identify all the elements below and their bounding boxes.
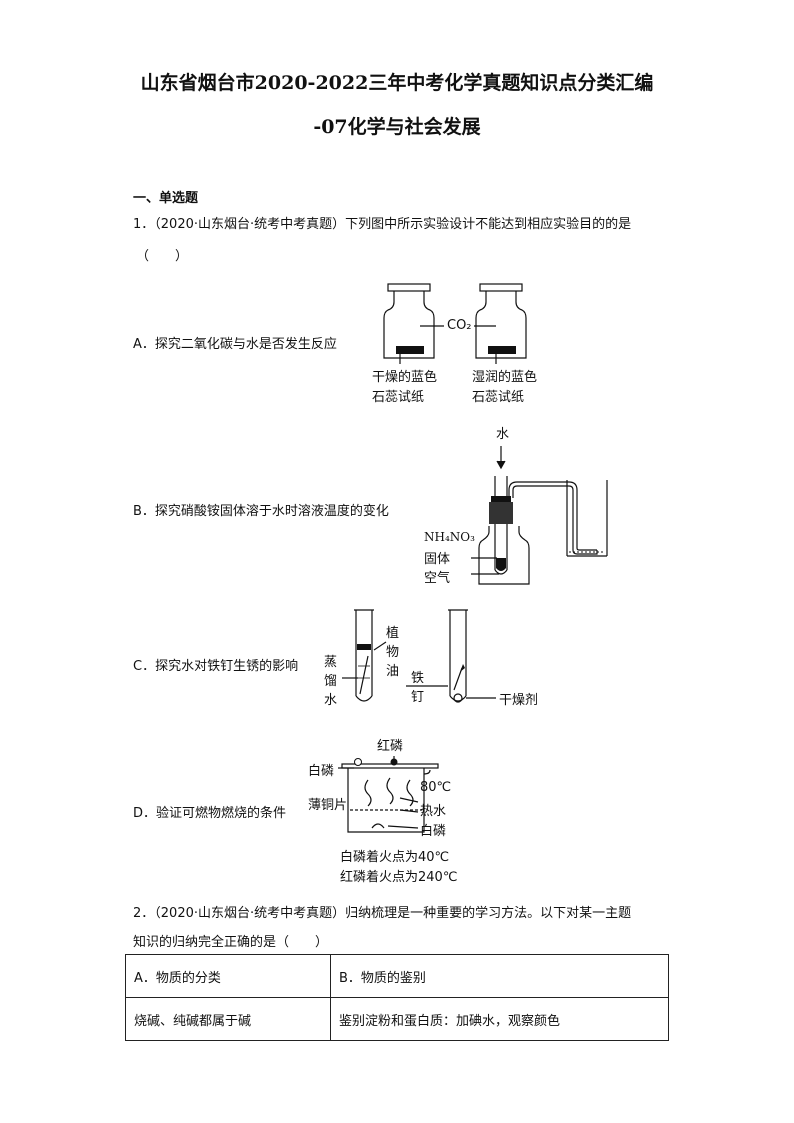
figd-red-p-label: 红磷 bbox=[377, 739, 404, 754]
figa-left-label-1: 干燥的蓝色 bbox=[372, 370, 438, 385]
wet-litmus-paper bbox=[488, 346, 516, 354]
table-cell-b-content: 鉴别淀粉和蛋白质：加碘水，观察颜色 bbox=[330, 997, 669, 1041]
rubber-stopper bbox=[489, 502, 513, 524]
oil-layer bbox=[357, 644, 371, 650]
q2-stem-line2: 知识的归纳完全正确的是（ ） bbox=[133, 935, 329, 950]
figc-nail-char-2: 钉 bbox=[411, 690, 425, 705]
figb-air-label: 空气 bbox=[424, 571, 451, 586]
red-phosphorus bbox=[390, 758, 398, 766]
figd-white-p-water-label: 白磷 bbox=[420, 824, 447, 839]
figd-hot-water-label: 热水 bbox=[420, 804, 447, 819]
q1-stem-line2: （ ） bbox=[136, 249, 189, 264]
figa-left-label-2: 石蕊试纸 bbox=[372, 390, 425, 405]
nh4no3-solid bbox=[496, 558, 506, 571]
document-title-line1: 山东省烟台市2020-2022三年中考化学真题知识点分类汇编 bbox=[140, 72, 654, 94]
figure-b-nh4no3-apparatus bbox=[471, 446, 608, 585]
table-row: 烧碱、纯碱都属于碱 鉴别淀粉和蛋白质：加碘水，观察颜色 bbox=[125, 997, 669, 1041]
figc-water-char-3: 水 bbox=[324, 693, 338, 708]
q1-stem-line1: 1．（2020·山东烟台·统考中考真题）下列图中所示实验设计不能达到相应实验目的… bbox=[133, 217, 632, 232]
figc-water-char-1: 蒸 bbox=[324, 655, 338, 670]
figa-right-label-2: 石蕊试纸 bbox=[472, 390, 525, 405]
figc-oil-char-3: 油 bbox=[386, 664, 400, 679]
document-title-line2: -07化学与社会发展 bbox=[313, 116, 481, 138]
table-cell-a-content: 烧碱、纯碱都属于碱 bbox=[125, 997, 331, 1041]
figb-solid-label: 固体 bbox=[424, 552, 451, 567]
figc-water-char-2: 馏 bbox=[324, 674, 338, 689]
figure-a-co2-bottles bbox=[383, 283, 527, 364]
figb-water-label: 水 bbox=[496, 427, 510, 442]
figc-oil-char-2: 物 bbox=[386, 645, 400, 660]
figd-temp-label: 80℃ bbox=[420, 780, 452, 795]
table-row: A．物质的分类 B．物质的鉴别 bbox=[125, 954, 669, 998]
q2-options-table: A．物质的分类 B．物质的鉴别 烧碱、纯碱都属于碱 鉴别淀粉和蛋白质：加碘水，观… bbox=[125, 954, 669, 1041]
q1-option-a: A．探究二氧化碳与水是否发生反应 bbox=[133, 337, 337, 352]
figure-c-iron-nail-tubes bbox=[342, 609, 496, 703]
section-heading: 一、单选题 bbox=[133, 191, 199, 206]
figa-gas-label: CO₂ bbox=[447, 318, 472, 333]
figc-nail-char-1: 铁 bbox=[411, 671, 425, 686]
figb-nh4no3-label: NH₄NO₃ bbox=[424, 530, 475, 544]
table-cell-b-heading: B．物质的鉴别 bbox=[330, 954, 669, 998]
figure-d-combustion-beaker bbox=[338, 756, 439, 833]
figc-oil-char-1: 植 bbox=[386, 626, 400, 641]
figd-note-1: 白磷着火点为40℃ bbox=[340, 850, 450, 865]
table-cell-a-heading: A．物质的分类 bbox=[125, 954, 331, 998]
dry-litmus-paper bbox=[396, 346, 424, 354]
white-phosphorus-top bbox=[354, 758, 362, 766]
figd-white-p-label: 白磷 bbox=[308, 764, 335, 779]
figd-copper-label: 薄铜片 bbox=[308, 798, 348, 813]
q2-stem-line1: 2．（2020·山东烟台·统考中考真题）归纳梳理是一种重要的学习方法。以下对某一… bbox=[133, 906, 632, 921]
figc-desiccant-label: 干燥剂 bbox=[499, 693, 539, 708]
q1-option-b: B．探究硝酸铵固体溶于水时溶液温度的变化 bbox=[133, 504, 389, 519]
q1-option-c: C．探究水对铁钉生锈的影响 bbox=[133, 659, 299, 674]
figd-note-2: 红磷着火点为240℃ bbox=[340, 870, 458, 885]
q1-option-d: D．验证可燃物燃烧的条件 bbox=[133, 806, 287, 821]
figa-right-label-1: 湿润的蓝色 bbox=[472, 370, 538, 385]
